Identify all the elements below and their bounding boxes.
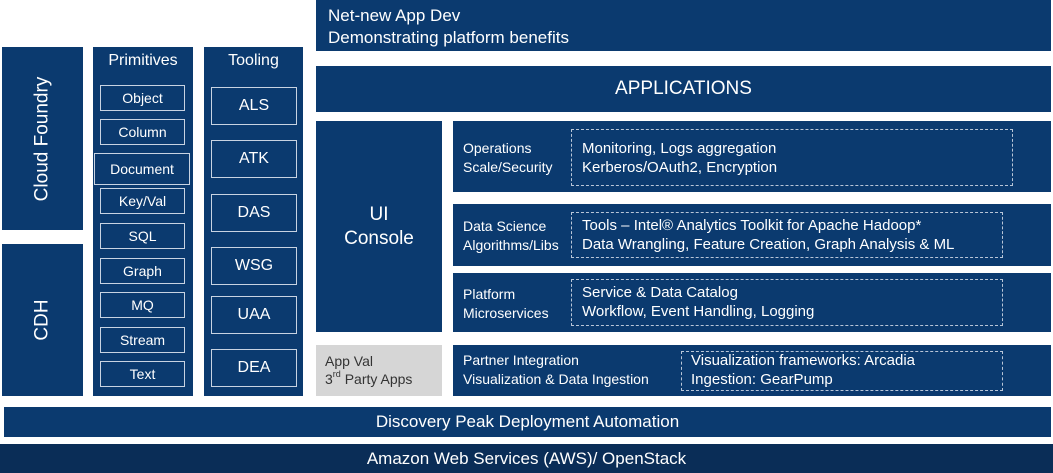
operations-row: Operations Scale/Security Monitoring, Lo… [453, 121, 1051, 192]
primitives-title: Primitives [108, 52, 178, 69]
data-science-detail-2: Data Wrangling, Feature Creation, Graph … [582, 236, 955, 253]
data-science-subtitle: Algorithms/Libs [463, 237, 559, 253]
app-val-line1: App Val [325, 353, 373, 369]
platform-detail-2: Workflow, Event Handling, Logging [582, 303, 815, 320]
top-banner: Net-new App Dev Demonstrating platform b… [316, 0, 1051, 51]
tool-uaa[interactable]: UAA [211, 296, 297, 334]
tool-dea[interactable]: DEA [211, 349, 297, 387]
top-banner-title: Net-new App Dev [328, 6, 461, 25]
app-val-line2: 3rd Party Apps [325, 369, 413, 387]
primitives-panel: Primitives Object Column Document Key/Va… [93, 47, 193, 396]
data-science-detail-1: Tools – Intel® Analytics Toolkit for Apa… [582, 217, 922, 234]
deployment-label: Discovery Peak Deployment Automation [375, 412, 680, 431]
partner-integration-row: Partner Integration Visualization & Data… [453, 345, 1051, 396]
platform-title: Platform [463, 286, 516, 302]
primitive-text[interactable]: Text [100, 361, 185, 387]
primitive-sql[interactable]: SQL [100, 223, 185, 249]
partner-integration-title: Partner Integration [463, 352, 579, 368]
partner-integration-subtitle: Visualization & Data Ingestion [463, 371, 649, 387]
platform-details-box [571, 279, 1003, 326]
tool-als[interactable]: ALS [211, 87, 297, 125]
ui-console-block: UI Console [316, 121, 442, 332]
ui-console-line1: UI [369, 204, 389, 225]
operations-detail-1: Monitoring, Logs aggregation [582, 140, 777, 157]
primitive-stream[interactable]: Stream [100, 327, 185, 353]
primitive-column[interactable]: Column [100, 119, 185, 145]
cloud-foundry-block: Cloud Foundry [2, 47, 83, 230]
infrastructure-bar: Amazon Web Services (AWS)/ OpenStack [0, 444, 1053, 473]
operations-title: Operations [463, 140, 532, 156]
top-banner-subtitle: Demonstrating platform benefits [328, 28, 569, 47]
tooling-title: Tooling [228, 52, 279, 69]
deployment-bar: Discovery Peak Deployment Automation [4, 407, 1051, 437]
applications-label: APPLICATIONS [615, 78, 752, 99]
platform-row: Platform Microservices Service & Data Ca… [453, 273, 1051, 332]
operations-details-box [571, 129, 1013, 186]
cloud-foundry-label: Cloud Foundry [31, 76, 53, 201]
partner-integration-detail-1: Visualization frameworks: Arcadia [691, 352, 915, 369]
platform-detail-1: Service & Data Catalog [582, 284, 738, 301]
primitive-object[interactable]: Object [100, 85, 185, 111]
infrastructure-label: Amazon Web Services (AWS)/ OpenStack [366, 448, 687, 468]
cdh-label: CDH [31, 299, 53, 341]
data-science-title: Data Science [463, 218, 547, 234]
operations-subtitle: Scale/Security [463, 159, 553, 175]
primitive-keyval[interactable]: Key/Val [100, 188, 185, 214]
tool-das[interactable]: DAS [211, 194, 297, 232]
applications-bar: APPLICATIONS [316, 66, 1051, 112]
tooling-panel: Tooling ALS ATK DAS WSG UAA DEA [204, 47, 303, 396]
primitive-document[interactable]: Document [94, 153, 190, 185]
tool-atk[interactable]: ATK [211, 140, 297, 178]
cdh-block: CDH [2, 244, 83, 396]
app-val-block: App Val 3rd Party Apps [316, 345, 442, 396]
platform-subtitle: Microservices [463, 305, 549, 321]
data-science-row: Data Science Algorithms/Libs Tools – Int… [453, 204, 1051, 266]
primitive-mq[interactable]: MQ [100, 292, 185, 318]
operations-detail-2: Kerberos/OAuth2, Encryption [582, 159, 778, 176]
ui-console-line2: Console [344, 228, 414, 249]
partner-integration-detail-2: Ingestion: GearPump [691, 371, 833, 388]
tool-wsg[interactable]: WSG [211, 247, 297, 285]
primitive-graph[interactable]: Graph [100, 258, 185, 284]
partner-integration-details-box [681, 351, 1003, 391]
data-science-details-box [571, 212, 1003, 258]
